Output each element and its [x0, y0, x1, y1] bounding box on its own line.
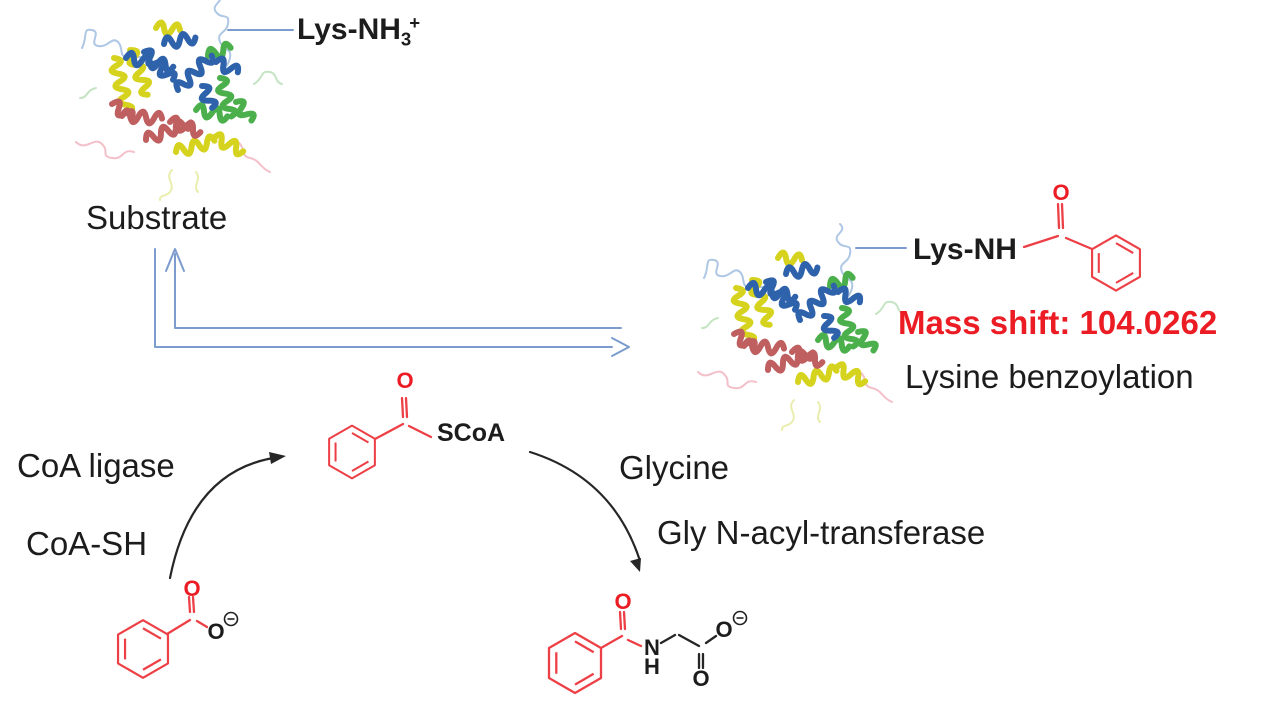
- negative-charge-icon: [732, 610, 748, 626]
- oxygen-label: O: [692, 666, 709, 691]
- lys-nh3-main: Lys-NH: [297, 13, 401, 47]
- coa-sh-label: CoA-SH: [26, 525, 148, 562]
- oxygen-label: O: [207, 619, 224, 644]
- oxygen-label: O: [1052, 180, 1069, 205]
- oxygen-label: O: [715, 617, 732, 642]
- benzoate-structure: O O: [116, 576, 239, 679]
- arrow-coa-ligase: [168, 452, 286, 580]
- lys-nh3-label: Lys-NH3+: [297, 13, 420, 49]
- lys-nh3-charge: +: [409, 12, 421, 33]
- arrow-substrate-to-product: [154, 248, 630, 357]
- hippurate-structure: O N H O O: [547, 589, 748, 695]
- benzene-ring: [116, 619, 170, 679]
- gly-transferase-label: Gly N-acyl-transferase: [657, 514, 986, 551]
- glycine-label: Glycine: [619, 449, 730, 486]
- benzoyl-scoa-structure: O: [328, 368, 433, 480]
- benzene-ring: [547, 631, 603, 695]
- nitrogen-label: N: [644, 635, 660, 660]
- protein-structure-benzoylated: [698, 224, 904, 430]
- benzene-ring: [328, 424, 376, 480]
- lys-nh3-subscript: 3: [400, 28, 412, 50]
- oxygen-label: O: [614, 589, 631, 614]
- benzoyl-on-lysine-structure: O: [1022, 180, 1141, 292]
- oxygen-label: O: [396, 368, 413, 393]
- modification-label: Lysine benzoylation: [905, 358, 1194, 395]
- arrow-product-to-substrate: [165, 248, 622, 329]
- coa-ligase-label: CoA ligase: [17, 447, 175, 484]
- arrow-gly-transferase: [528, 450, 641, 572]
- scoa-label: SCoA: [437, 419, 506, 447]
- hydrogen-label: H: [644, 654, 660, 679]
- substrate-label: Substrate: [86, 199, 228, 236]
- mass-shift-label: Mass shift: 104.0262: [898, 304, 1218, 341]
- negative-charge-icon: [223, 611, 239, 627]
- benzene-ring: [1091, 234, 1141, 292]
- oxygen-label: O: [183, 576, 200, 601]
- lys-nh-label: Lys-NH: [913, 233, 1017, 266]
